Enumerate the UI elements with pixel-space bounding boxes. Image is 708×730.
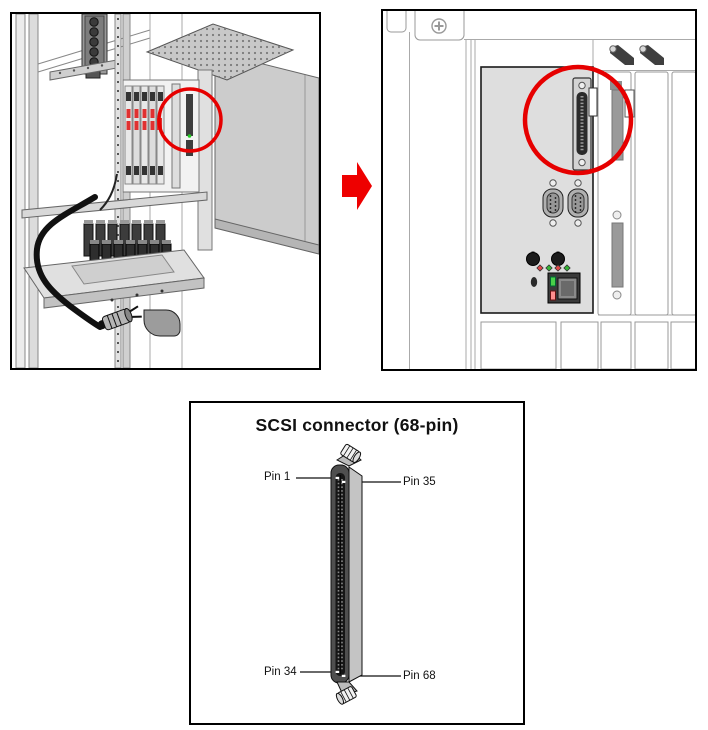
card-cage (122, 79, 200, 193)
scsi-connector-figure: SCSI connector (68-pin) (189, 401, 525, 725)
io-panel-figure (381, 9, 697, 371)
pin-1-label: Pin 1 (264, 471, 291, 483)
serial-ports (542, 179, 589, 227)
ejector-tab (588, 87, 598, 117)
board-slots (124, 83, 181, 189)
red-arrow (338, 158, 382, 222)
base-platform (23, 249, 205, 337)
top-tabs (386, 11, 465, 41)
pin-68-label: Pin 68 (403, 670, 436, 682)
pin-34-label: Pin 34 (264, 666, 297, 678)
ethernet-port (547, 272, 581, 304)
status-leds (536, 264, 571, 272)
pin-tick-marks (335, 476, 346, 677)
reset-button (530, 277, 538, 287)
io-panel-illustration (386, 11, 695, 369)
board-handles (126, 92, 163, 175)
signal-cable (99, 173, 118, 211)
cabinet-side-panel (214, 51, 319, 255)
scsi-connector (572, 77, 598, 171)
base-corner (143, 309, 181, 337)
bottom-thumbscrew (335, 681, 358, 705)
figure-title: SCSI connector (68-pin) (255, 415, 459, 435)
phillips-screw-icon (431, 18, 447, 34)
power-plug-icon (97, 305, 142, 331)
right-arrow-icon (342, 162, 372, 210)
top-thumbscrew (335, 443, 362, 467)
ejector-levers (609, 45, 664, 65)
connector-illustration (296, 443, 401, 705)
power-cable (33, 194, 142, 331)
pin-35-label: Pin 35 (403, 476, 436, 488)
serial-port-1 (542, 179, 564, 227)
highlighted-io-board (186, 94, 193, 156)
rack-figure (10, 12, 321, 370)
highlight-circle (522, 64, 634, 176)
highlight-circle (157, 87, 223, 153)
activity-led (550, 290, 556, 301)
connector-body (330, 464, 363, 684)
link-led (550, 276, 556, 287)
rack-illustration (15, 14, 319, 368)
round-connectors (526, 251, 565, 266)
bottom-slot-row (480, 321, 695, 369)
serial-port-2 (567, 179, 589, 227)
power-strip (49, 14, 118, 81)
